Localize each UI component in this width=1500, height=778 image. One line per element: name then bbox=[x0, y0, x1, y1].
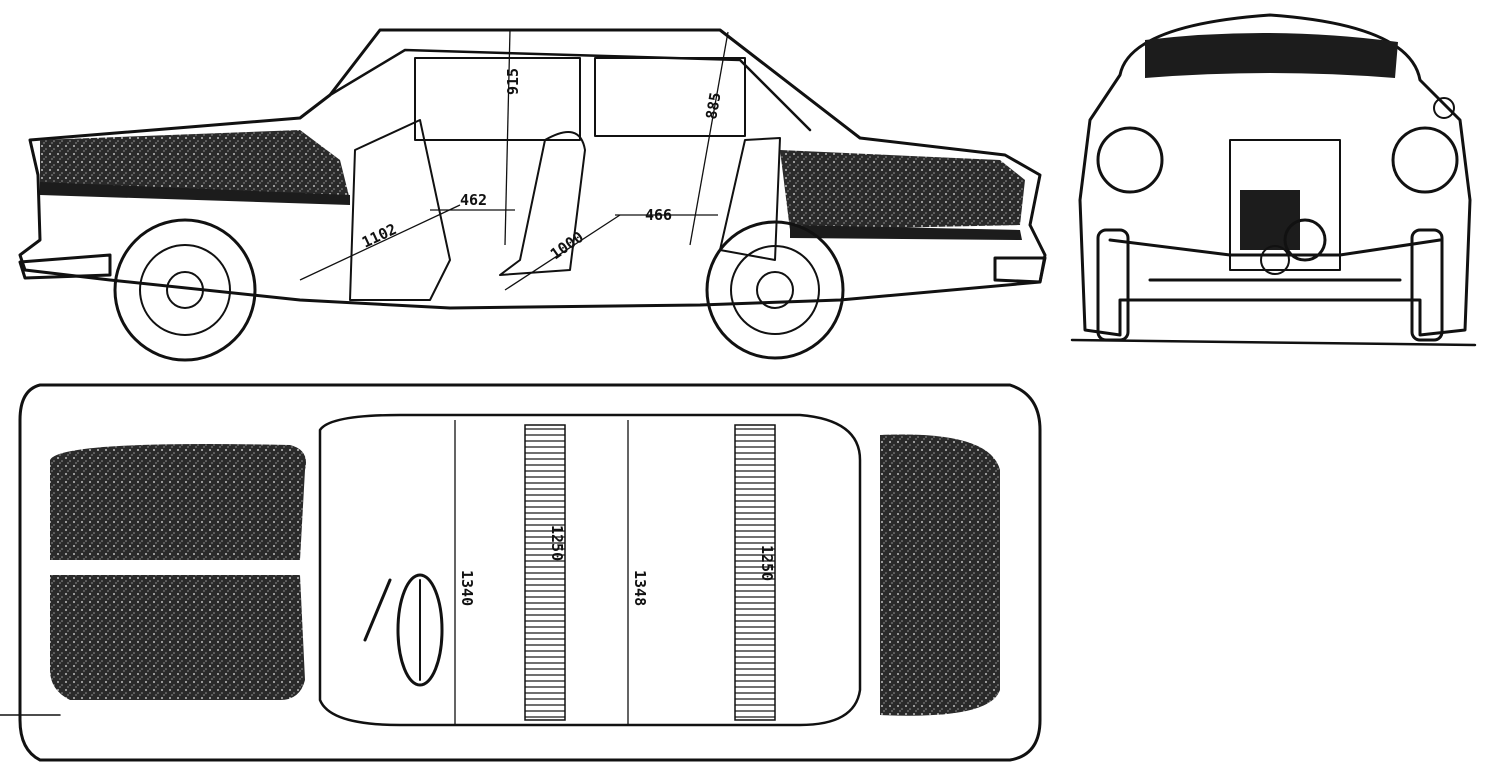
boot-lid bbox=[880, 434, 1000, 716]
door-opening-front bbox=[349, 119, 451, 301]
top-body-outline bbox=[18, 383, 1042, 762]
rear-quarter-panel bbox=[780, 150, 1025, 230]
front-door-window bbox=[414, 57, 581, 141]
front-view bbox=[1070, 13, 1477, 347]
dim-915: 915 bbox=[504, 68, 522, 95]
dim-466: 466 bbox=[645, 206, 672, 224]
dim-line-1000 bbox=[504, 214, 621, 291]
dim-line-1102 bbox=[299, 204, 461, 281]
dim-1250-rear: 1250 bbox=[758, 545, 776, 581]
rear-door-window bbox=[594, 57, 746, 137]
ground-line bbox=[1070, 338, 1477, 347]
left-headlight bbox=[1096, 126, 1164, 194]
dim-1348: 1348 bbox=[631, 570, 649, 606]
dim-line-885 bbox=[689, 31, 729, 246]
dim-line-915 bbox=[504, 29, 511, 246]
front-seatback bbox=[524, 424, 566, 721]
steering-wheel bbox=[363, 573, 444, 687]
dim-1340: 1340 bbox=[458, 570, 476, 606]
front-axle bbox=[1108, 238, 1442, 282]
side-view: 915 885 462 466 1102 1000 bbox=[18, 28, 1047, 362]
side-trim-stripe bbox=[40, 182, 1022, 240]
bonnet bbox=[50, 444, 306, 700]
front-wheel bbox=[113, 218, 257, 362]
side-roof bbox=[328, 28, 862, 140]
left-tire bbox=[1096, 228, 1130, 342]
engine-block bbox=[1229, 139, 1341, 275]
rear-bumper bbox=[993, 256, 1047, 284]
rear-wheel bbox=[705, 220, 845, 360]
dim-1250-front: 1250 bbox=[548, 525, 566, 561]
mirror bbox=[1433, 97, 1455, 119]
right-tire bbox=[1410, 228, 1444, 342]
front-bumper bbox=[18, 253, 112, 280]
dim-885: 885 bbox=[702, 91, 724, 121]
front-fender-panel bbox=[40, 130, 350, 200]
dim-462: 462 bbox=[460, 191, 487, 209]
top-view: 1340 1348 1250 1250 bbox=[0, 383, 1042, 762]
rear-seatback bbox=[734, 424, 776, 721]
front-seat bbox=[499, 131, 586, 276]
front-body-outline bbox=[1078, 13, 1472, 337]
dim-1000: 1000 bbox=[547, 228, 587, 263]
windshield bbox=[1145, 32, 1398, 78]
right-headlight bbox=[1391, 126, 1459, 194]
dim-1102: 1102 bbox=[359, 220, 399, 252]
cabin-outline bbox=[318, 413, 862, 727]
open-rear-door bbox=[719, 137, 781, 261]
